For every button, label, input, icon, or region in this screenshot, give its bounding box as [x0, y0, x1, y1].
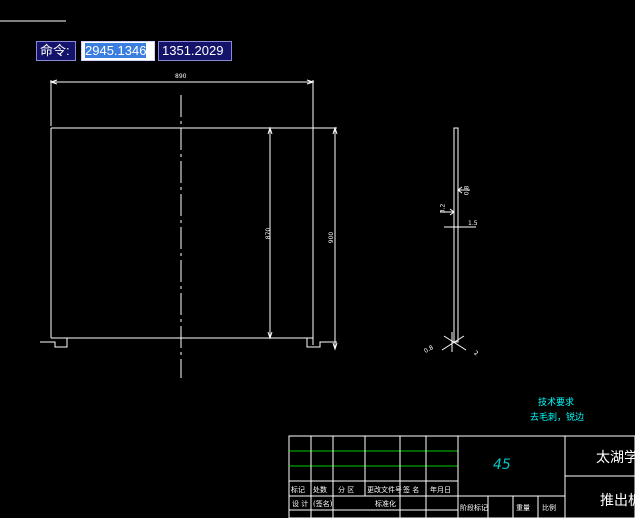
tb-label: 阶段标记 — [460, 504, 488, 512]
leader — [441, 335, 465, 351]
dim-text-outer-height: 900 — [328, 231, 336, 244]
tb-label: (签名) — [313, 500, 333, 508]
notes-heading: 技术要求 — [538, 398, 575, 408]
tb-label: 标准化 — [375, 500, 396, 508]
tb-label: 更改文件号 — [367, 486, 402, 494]
school-name: 太湖学院 — [596, 450, 635, 466]
foot-left — [40, 338, 68, 348]
dim-text-top-width: 890 — [175, 73, 187, 80]
dim-arrow — [267, 126, 273, 135]
tb-label: 年月日 — [430, 486, 451, 494]
foot-right — [306, 337, 337, 348]
dim-arrow — [457, 186, 463, 194]
coordinate-x-input[interactable]: 2945.1346 — [81, 41, 155, 61]
plate-side-profile — [453, 127, 459, 343]
tb-label: 分 区 — [338, 486, 355, 494]
title-block[interactable] — [288, 435, 635, 518]
dim-arrow — [449, 208, 455, 216]
dim-arrow — [332, 342, 338, 351]
tb-label: 标记 — [291, 486, 305, 494]
tb-label: 设 计 — [292, 500, 309, 508]
dim-arrow — [267, 331, 273, 340]
leader — [443, 335, 467, 351]
notes-line: 去毛刺，锐边 — [530, 413, 585, 423]
side-view[interactable] — [440, 127, 476, 352]
dim-text-side-c: 1.5 — [468, 220, 478, 227]
dim-arrow-right — [306, 79, 315, 85]
tb-label: 签 名 — [403, 486, 420, 494]
coordinate-x-value: 2945.1346 — [85, 43, 147, 58]
dim-text-side-b: 3.2 — [439, 203, 447, 214]
tb-label: 处数 — [313, 486, 327, 494]
dim-text-side-a: 0.8 — [463, 185, 471, 196]
part-name: 推出板 — [600, 493, 635, 509]
front-view[interactable] — [40, 79, 338, 378]
tb-label: 重量 — [516, 504, 530, 512]
dim-text-inner-height: 870 — [265, 227, 273, 240]
tb-label: 比例 — [542, 504, 556, 512]
coordinate-y-input[interactable]: 1351.2029 — [158, 41, 232, 61]
dim-arrow-left — [49, 79, 58, 85]
dim-arrow — [332, 126, 338, 135]
material-text: 45 — [493, 457, 511, 473]
command-prompt-label: 命令: — [36, 41, 76, 61]
